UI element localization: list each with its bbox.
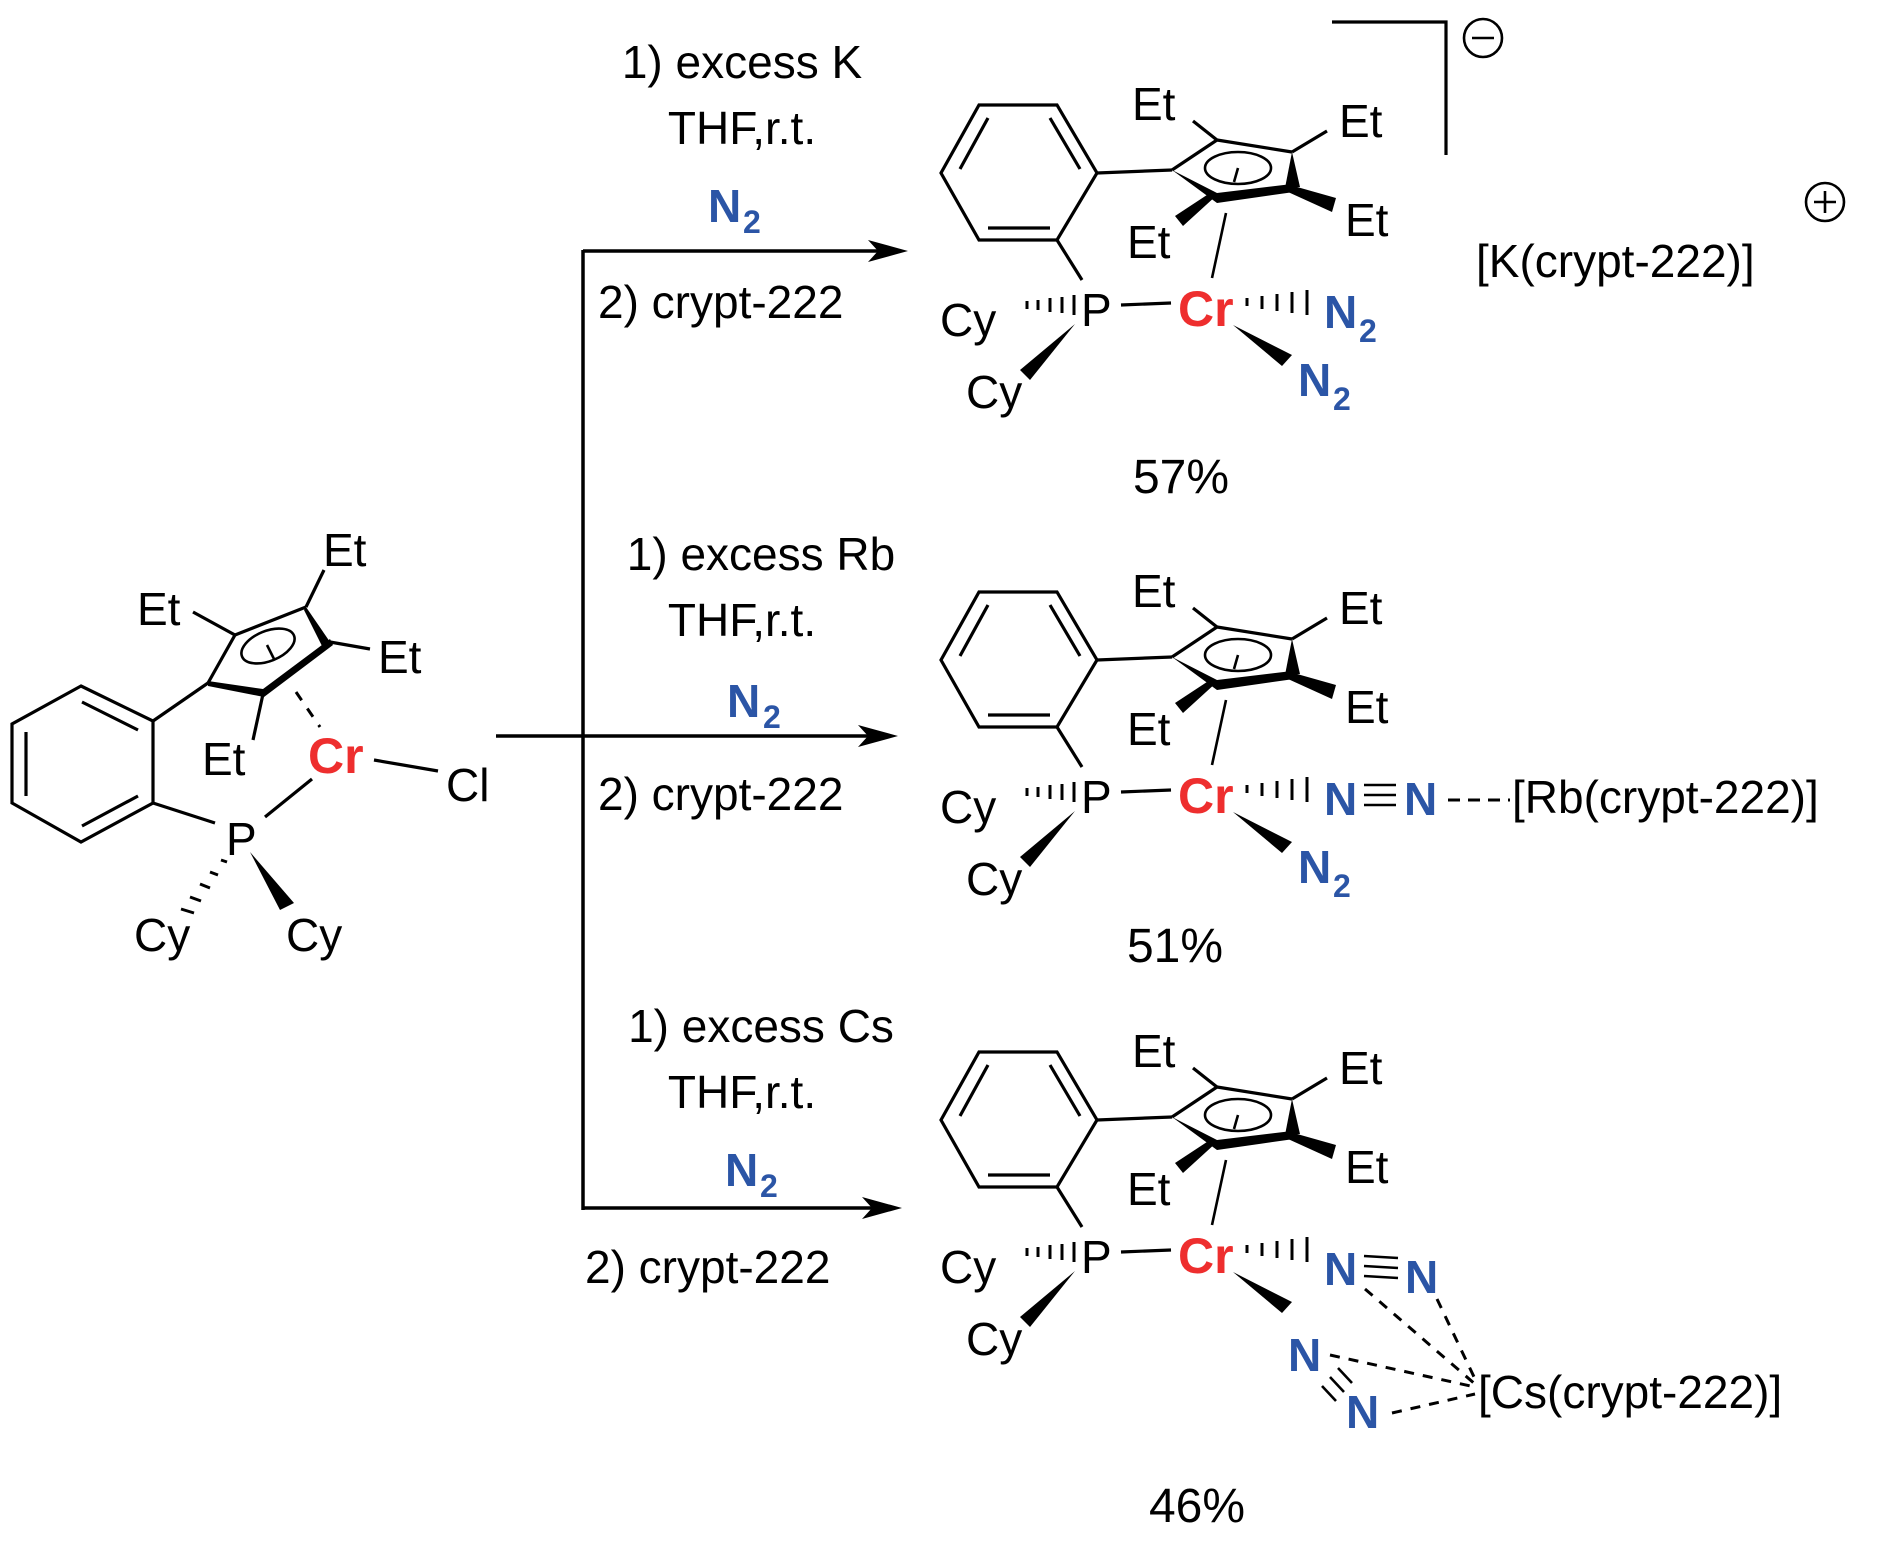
- sm-cr-cl-bond: [373, 758, 439, 773]
- yield-label: 46%: [1149, 1480, 1245, 1533]
- cy-label: Cy: [966, 853, 1022, 905]
- et-label: Et: [1345, 681, 1389, 733]
- condition-step1: 1) excess Rb: [627, 528, 895, 580]
- bridging-n-atom: N: [1405, 1251, 1438, 1303]
- arrowhead-icon: [868, 240, 908, 262]
- n2-ligand-subscript: 2: [1333, 381, 1351, 417]
- condition-step1: 1) excess K: [622, 36, 863, 88]
- et-label: Et: [1127, 703, 1171, 755]
- condition-solvent: THF,r.t.: [668, 594, 816, 646]
- sm-cy-label: Cy: [134, 909, 190, 961]
- condition-gas: N: [725, 1144, 758, 1196]
- product-k: Et Et Et Et P Cr Cy Cy N 2 N 2 [K(crypt-…: [939, 17, 1846, 504]
- product-cs: Et Et Et Et P Cr Cy Cy N N N N [Cs(crypt…: [939, 1025, 1782, 1533]
- sm-phosphorus-atom: P: [226, 813, 257, 865]
- condition-gas: N: [708, 180, 741, 232]
- cy-label: Cy: [940, 781, 996, 833]
- conditions-cs: 1) excess Cs THF,r.t. N 2 2) crypt-222: [585, 1000, 894, 1293]
- et-label: Et: [1132, 1025, 1176, 1077]
- counter-cation: [Cs(crypt-222)]: [1478, 1366, 1782, 1418]
- sm-et-bond: [251, 693, 265, 741]
- condition-gas-subscript: 2: [743, 204, 761, 240]
- bridging-n-atom: N: [1346, 1386, 1379, 1438]
- cy-label: Cy: [966, 366, 1022, 418]
- product-rb: Et Et Et Et P Cr Cy Cy N N [Rb(crypt-222…: [939, 565, 1819, 973]
- n2-ligand: N: [1324, 286, 1357, 338]
- sm-et-bond: [192, 610, 236, 637]
- et-label: Et: [1132, 78, 1176, 130]
- sm-chromium-atom: Cr: [308, 728, 364, 784]
- sm-et-label: Et: [323, 524, 367, 576]
- condition-step2: 2) crypt-222: [585, 1241, 830, 1293]
- sm-aryl-cp-bond: [152, 681, 209, 723]
- et-label: Et: [1345, 194, 1389, 246]
- sm-et-bond: [329, 640, 371, 651]
- triple-bond: [1321, 1367, 1353, 1402]
- triple-bond: [1363, 1254, 1399, 1280]
- condition-solvent: THF,r.t.: [668, 102, 816, 154]
- starting-material: Et Et Et Et Cr Cl P Cy Cy: [10, 524, 489, 961]
- condition-gas: N: [727, 675, 760, 727]
- phosphorus-atom: P: [1081, 284, 1112, 336]
- sm-chlorine-atom: Cl: [446, 759, 489, 811]
- condition-step2: 2) crypt-222: [598, 276, 843, 328]
- n2-ligand: N: [1298, 841, 1331, 893]
- positive-charge-icon: [1804, 181, 1846, 223]
- et-label: Et: [1339, 1042, 1383, 1094]
- yield-label: 51%: [1127, 920, 1223, 973]
- n2-ligand-subscript: 2: [1359, 313, 1377, 349]
- chromium-atom: Cr: [1178, 281, 1234, 337]
- sm-cy-label: Cy: [286, 909, 342, 961]
- sm-cp-cr-dashed-bond: [294, 691, 322, 728]
- sm-aryl-p-bond: [152, 801, 216, 825]
- bridging-n-atom: N: [1324, 773, 1357, 825]
- condition-gas-subscript: 2: [763, 699, 781, 735]
- chromium-atom: Cr: [1178, 1228, 1234, 1284]
- anion-bracket: [1332, 20, 1448, 155]
- et-label: Et: [1132, 565, 1176, 617]
- cy-label: Cy: [940, 1241, 996, 1293]
- phosphorus-atom: P: [1081, 1231, 1112, 1283]
- sm-p-cy-wedge-bond: [250, 852, 294, 910]
- sm-et-label: Et: [137, 583, 181, 635]
- cy-label: Cy: [940, 294, 996, 346]
- bridging-n-atom: N: [1324, 1243, 1357, 1295]
- yield-label: 57%: [1133, 451, 1229, 504]
- et-label: Et: [1345, 1141, 1389, 1193]
- condition-step2: 2) crypt-222: [598, 768, 843, 820]
- reaction-arrows: [496, 240, 908, 1219]
- condition-gas-subscript: 2: [760, 1168, 778, 1204]
- sm-benzene-ring: [10, 684, 155, 844]
- n2-ligand-subscript: 2: [1333, 868, 1351, 904]
- negative-charge-icon: [1462, 17, 1504, 59]
- sm-p-cy-hashed-bond: [180, 858, 228, 915]
- sm-p-cr-bond: [263, 777, 314, 819]
- triple-bond: [1364, 783, 1396, 807]
- condition-solvent: THF,r.t.: [668, 1066, 816, 1118]
- condition-step1: 1) excess Cs: [628, 1000, 894, 1052]
- phosphorus-atom: P: [1081, 771, 1112, 823]
- arrowhead-icon: [862, 1197, 902, 1219]
- et-label: Et: [1339, 95, 1383, 147]
- bridging-n-atom: N: [1288, 1329, 1321, 1381]
- n2-ligand: N: [1298, 354, 1331, 406]
- chromium-atom: Cr: [1178, 768, 1234, 824]
- sm-cp-ring: [206, 605, 333, 697]
- sm-et-label: Et: [378, 631, 422, 683]
- bridging-n-atom: N: [1404, 773, 1437, 825]
- et-label: Et: [1127, 1163, 1171, 1215]
- counter-cation: [K(crypt-222)]: [1476, 235, 1755, 287]
- n-cs-interactions: [1329, 1287, 1477, 1415]
- sm-et-label: Et: [202, 733, 246, 785]
- et-label: Et: [1339, 582, 1383, 634]
- conditions-k: 1) excess K THF,r.t. N 2 2) crypt-222: [598, 36, 862, 328]
- counter-cation: [Rb(crypt-222)]: [1512, 771, 1819, 823]
- conditions-rb: 1) excess Rb THF,r.t. N 2 2) crypt-222: [598, 528, 895, 820]
- sm-et-bond: [304, 569, 326, 608]
- cy-label: Cy: [966, 1313, 1022, 1365]
- et-label: Et: [1127, 216, 1171, 268]
- arrowhead-icon: [858, 725, 898, 747]
